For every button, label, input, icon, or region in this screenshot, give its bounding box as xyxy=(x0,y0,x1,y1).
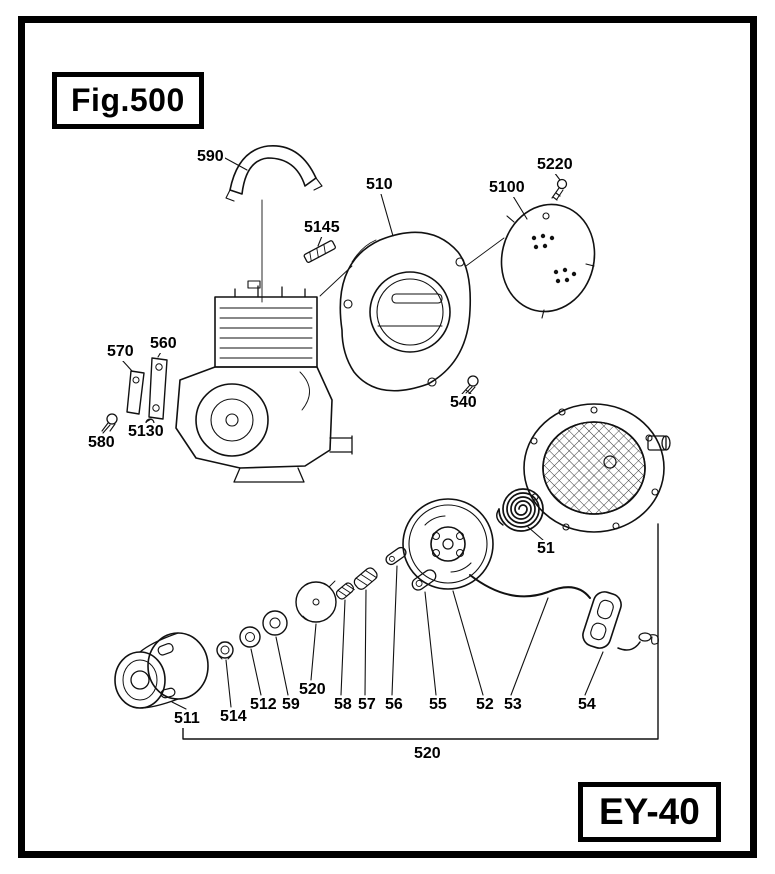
part-label-511: 511 xyxy=(173,710,201,728)
plate-5145 xyxy=(303,240,336,263)
leader-lines xyxy=(102,157,604,710)
part-label-54: 54 xyxy=(577,696,597,714)
part-label-56: 56 xyxy=(384,696,404,714)
bolt-580 xyxy=(101,413,118,432)
part-label-51: 51 xyxy=(536,540,556,558)
part-label-560: 560 xyxy=(149,335,178,353)
screw-540 xyxy=(461,375,479,399)
pawl-55 xyxy=(411,569,437,591)
part-label-5130: 5130 xyxy=(127,423,165,441)
part-label-512: 512 xyxy=(249,696,278,714)
nut-514 xyxy=(216,641,234,660)
washer-512 xyxy=(239,626,261,648)
alignment-lines xyxy=(319,237,505,297)
bracket-560 xyxy=(148,357,168,420)
model-number: EY-40 xyxy=(599,791,700,832)
model-number-box: EY-40 xyxy=(578,782,721,842)
cover-plate xyxy=(500,203,596,319)
starter-pulley xyxy=(402,498,494,590)
ratchet-plate-520 xyxy=(295,580,337,623)
heat-baffle xyxy=(225,145,323,303)
spiral-spring xyxy=(496,488,544,532)
part-label-514: 514 xyxy=(219,708,248,726)
washer-59 xyxy=(262,610,288,636)
engine-block xyxy=(175,280,353,483)
assembly-group-label-520: 520 xyxy=(413,745,442,763)
assembly-group-bracket xyxy=(182,523,659,740)
spring-57 xyxy=(353,567,378,590)
pawl-56 xyxy=(385,546,407,566)
figure-number-box: Fig.500 xyxy=(52,72,204,129)
starter-handle xyxy=(582,591,659,651)
part-label-540: 540 xyxy=(449,394,478,412)
part-label-580: 580 xyxy=(87,434,116,452)
part-label-59: 59 xyxy=(281,696,301,714)
part-label-510: 510 xyxy=(365,176,394,194)
part-label-57: 57 xyxy=(357,696,377,714)
part-label-53: 53 xyxy=(503,696,523,714)
part-label-58: 58 xyxy=(333,696,353,714)
page-border xyxy=(18,16,757,858)
part-label-520: 520 xyxy=(298,681,327,699)
blower-housing xyxy=(339,231,472,392)
part-label-5100: 5100 xyxy=(488,179,526,197)
screw-5220 xyxy=(551,178,568,201)
starter-rope xyxy=(469,574,591,599)
part-label-55: 55 xyxy=(428,696,448,714)
starter-case-screen xyxy=(523,403,671,533)
spring-58 xyxy=(335,582,355,600)
part-label-590: 590 xyxy=(196,148,225,166)
bracket-570 xyxy=(126,370,145,415)
part-label-5145: 5145 xyxy=(303,219,341,237)
starter-cup xyxy=(114,632,209,709)
part-label-5220: 5220 xyxy=(536,156,574,174)
figure-number: Fig.500 xyxy=(71,82,185,118)
part-label-52: 52 xyxy=(475,696,495,714)
part-label-570: 570 xyxy=(106,343,135,361)
